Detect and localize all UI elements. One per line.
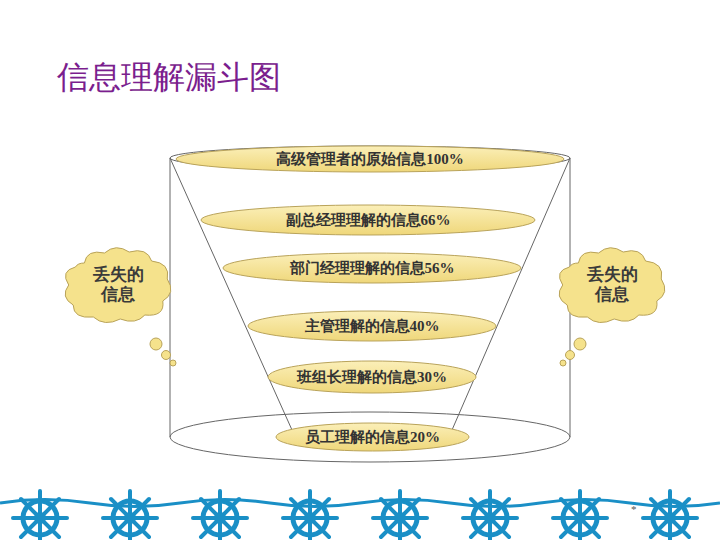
lost-info-cloud: 丢失的 信息 bbox=[62, 245, 174, 325]
band-text: 主管理解的信息40% bbox=[305, 317, 440, 336]
band-text: 副总经理理解的信息66% bbox=[286, 211, 451, 230]
funnel-band: 部门经理理解的信息56% bbox=[222, 252, 522, 284]
funnel-band: 班组长理解的信息30% bbox=[267, 360, 477, 394]
cloud-text: 丢失的 信息 bbox=[578, 265, 646, 306]
band-text: 高级管理者的原始信息100% bbox=[276, 150, 464, 169]
band-text: 部门经理理解的信息56% bbox=[290, 259, 455, 278]
band-text: 班组长理解的信息30% bbox=[297, 368, 447, 387]
band-text: 员工理解的信息20% bbox=[305, 428, 440, 447]
funnel-band: 主管理解的信息40% bbox=[247, 310, 497, 342]
funnel-band: 高级管理者的原始信息100% bbox=[175, 145, 565, 173]
footnote-mark: * bbox=[631, 503, 637, 515]
funnel-band: 员工理解的信息20% bbox=[275, 422, 470, 452]
funnel-band: 副总经理理解的信息66% bbox=[200, 204, 536, 236]
diagram-title: 信息理解漏斗图 bbox=[57, 56, 281, 100]
lost-info-cloud: 丢失的 信息 bbox=[556, 245, 668, 325]
cloud-text: 丢失的 信息 bbox=[84, 265, 152, 306]
